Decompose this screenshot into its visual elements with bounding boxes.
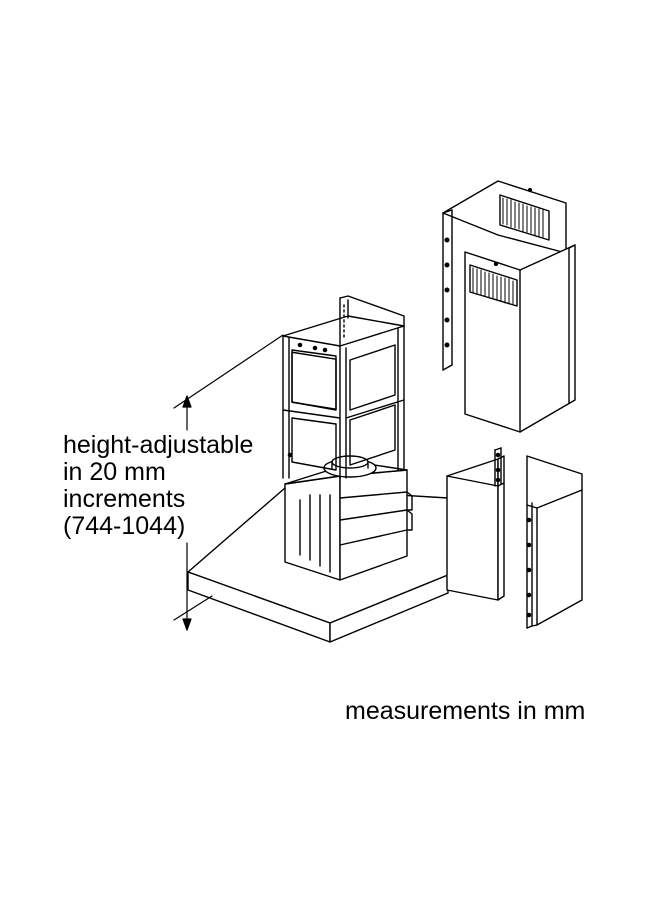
height-dimension bbox=[174, 335, 283, 630]
support-frame bbox=[283, 296, 404, 478]
upper-chimney-back bbox=[443, 181, 566, 370]
height-label-line-4: (744-1044) bbox=[63, 512, 186, 540]
lower-chimney-right bbox=[527, 456, 582, 628]
height-label-line-3: increments bbox=[63, 485, 186, 513]
lower-chimney-left bbox=[447, 448, 504, 600]
measurements-note: measurements in mm bbox=[345, 697, 586, 725]
height-label-line-2: in 20 mm bbox=[63, 458, 166, 486]
height-adjustable-label: height-adjustable in 20 mm increments (7… bbox=[63, 432, 253, 540]
blower-unit bbox=[285, 456, 412, 580]
upper-chimney-front bbox=[465, 245, 575, 432]
height-label-line-1: height-adjustable bbox=[63, 431, 254, 459]
